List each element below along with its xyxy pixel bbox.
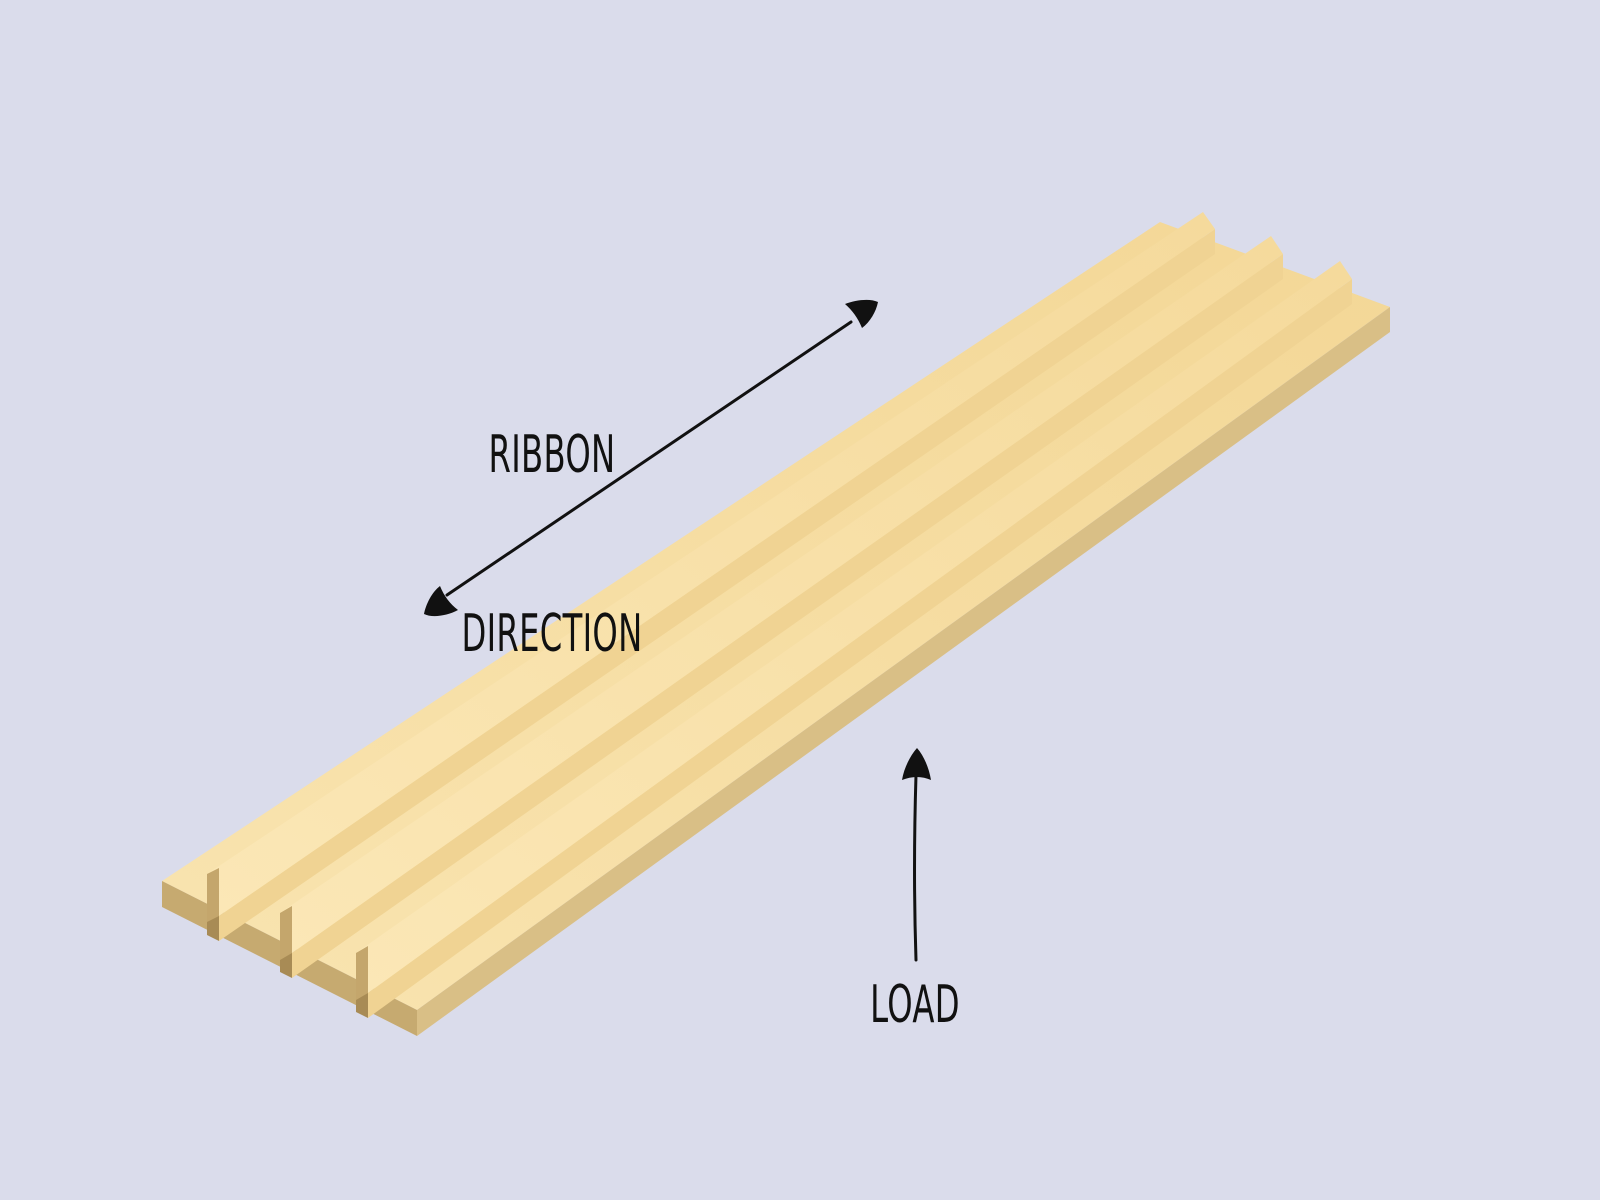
rib-3 — [356, 261, 1352, 1018]
rib-1-face — [219, 229, 1215, 941]
rib-1-top — [207, 212, 1215, 916]
rib-3-top — [356, 261, 1352, 993]
arrowhead-up-icon — [902, 748, 931, 780]
load-arrow-shaft — [913, 773, 918, 962]
arrowhead-up-right-icon — [845, 299, 878, 328]
load-arrow — [902, 748, 931, 962]
ribbon-direction-arrow-shaft — [445, 320, 853, 597]
rib-3-face — [368, 279, 1352, 1018]
arrowhead-down-left-icon — [424, 586, 458, 617]
rib-2 — [280, 236, 1283, 978]
ribbon-direction-label: RIBBON DIRECTION — [459, 306, 645, 784]
rib-1 — [207, 212, 1215, 941]
plate-front-face — [417, 307, 1390, 1036]
load-label: LOAD — [870, 975, 960, 1035]
ribbon-direction-arrow — [424, 299, 878, 617]
rib-1-end-side — [207, 868, 219, 922]
rib-3-end-side — [356, 946, 368, 1000]
rib-2-end-side — [280, 906, 292, 960]
rib-2-top — [280, 236, 1283, 953]
ribbon-direction-label-line1: RIBBON — [488, 424, 616, 485]
rib-2-face — [292, 254, 1283, 978]
ribbon-direction-label-line2: DIRECTION — [461, 603, 643, 664]
